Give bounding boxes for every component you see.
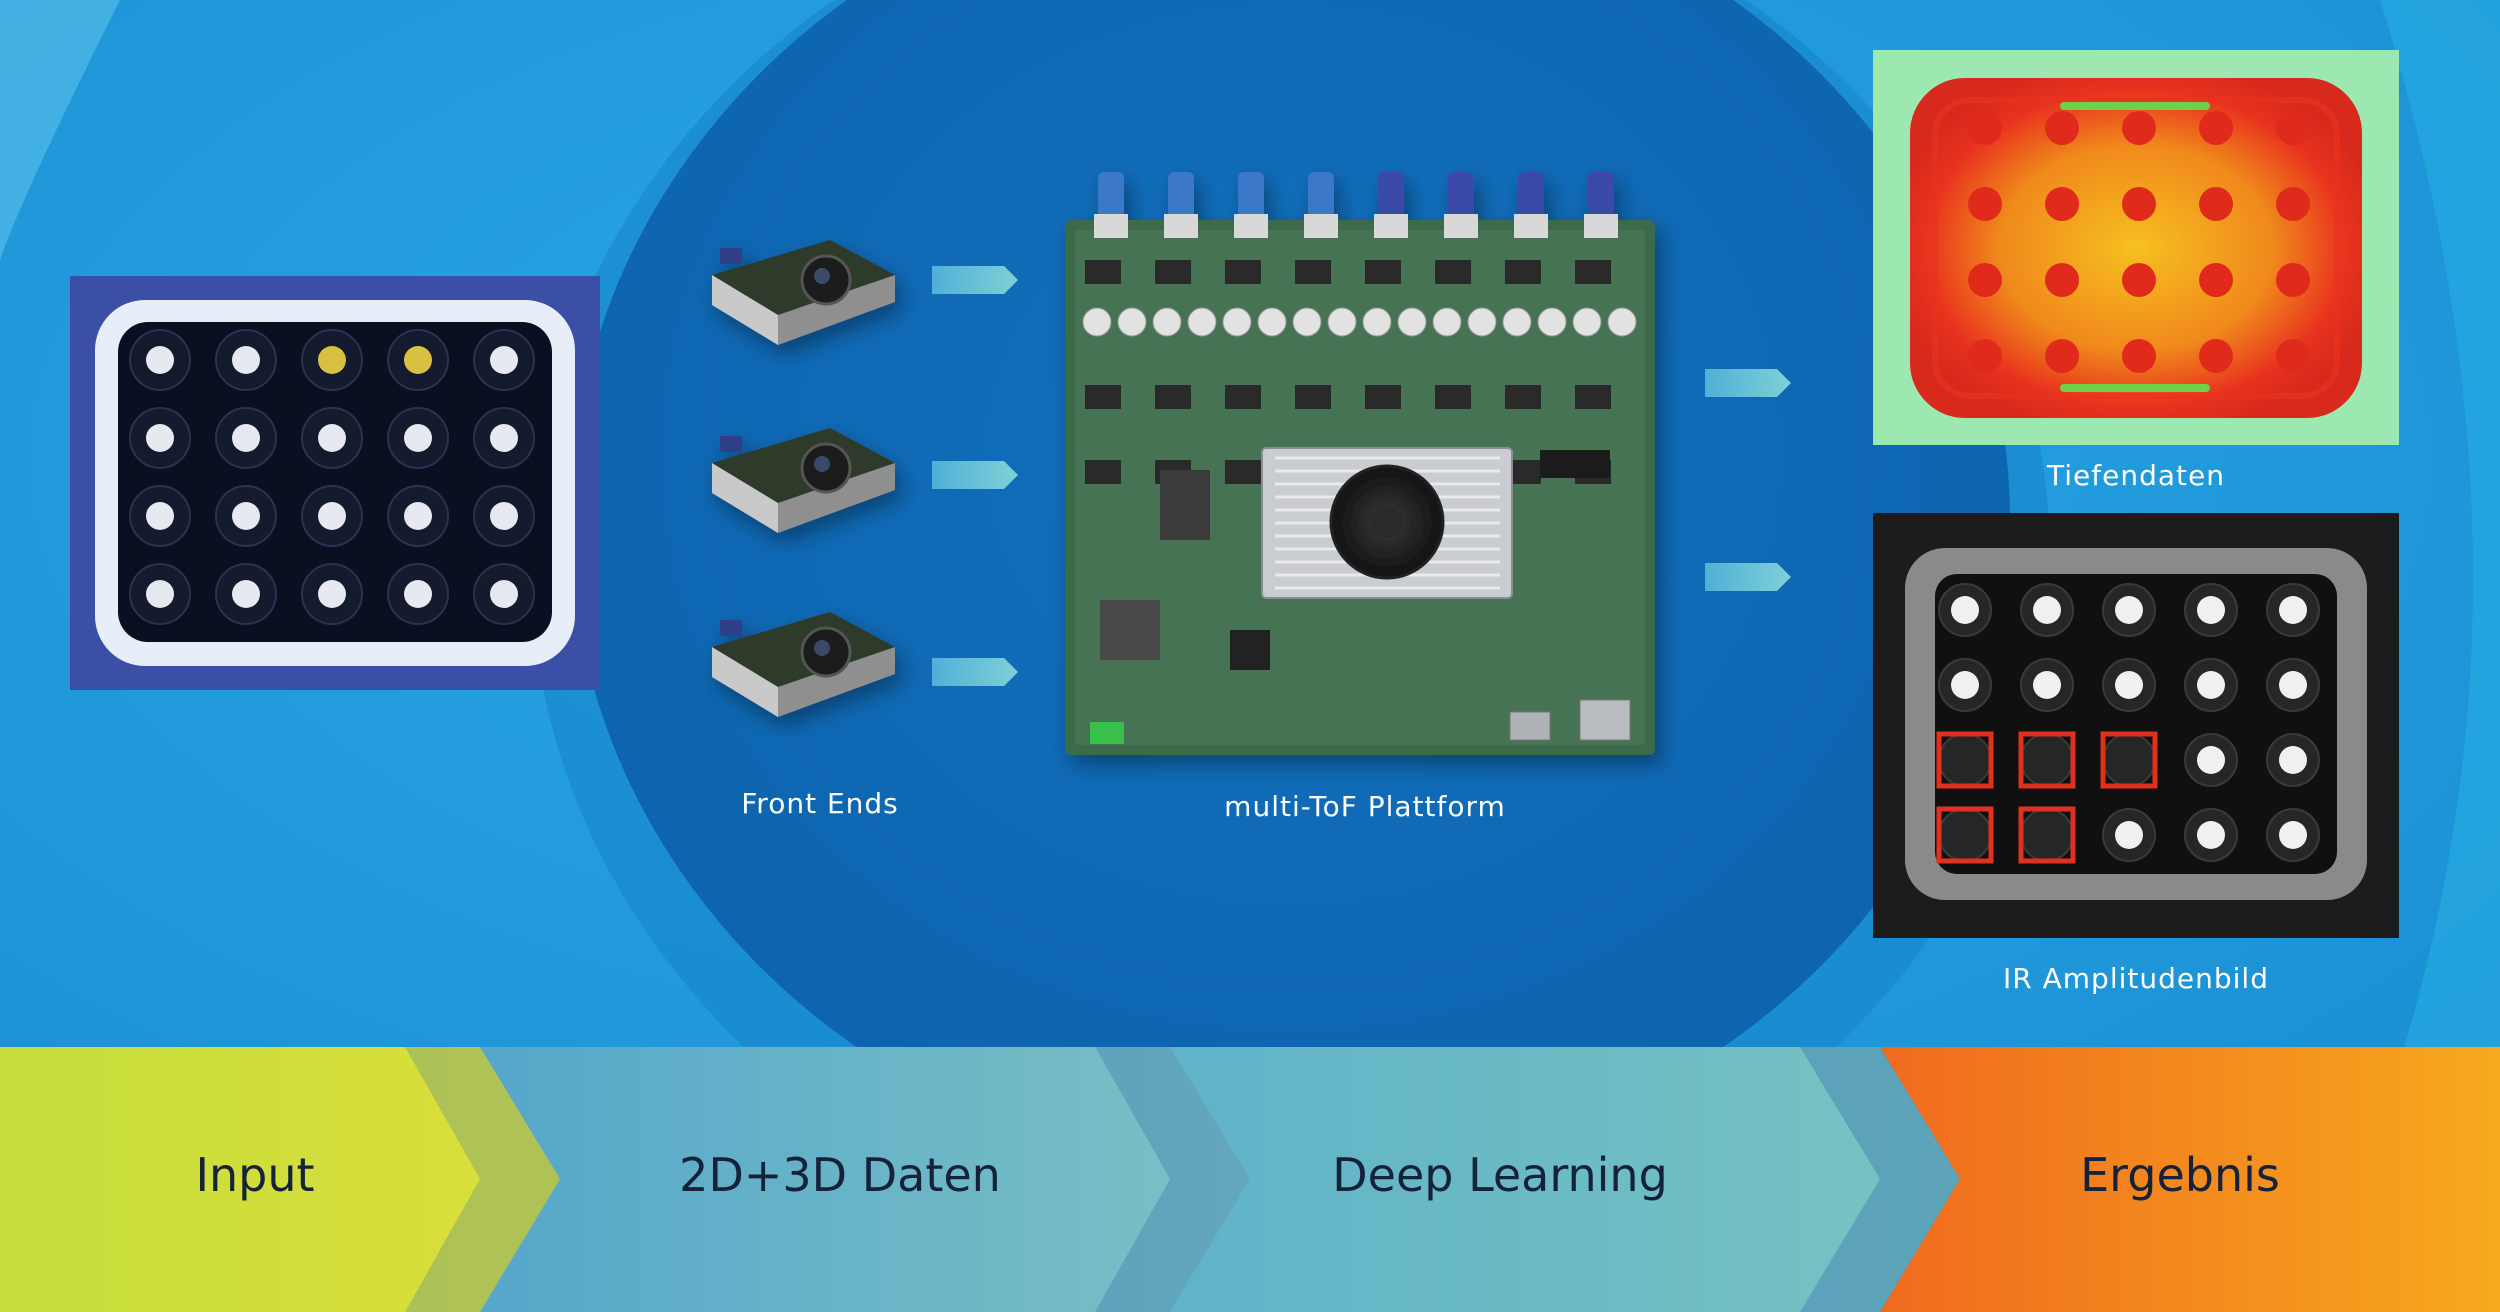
connector-icon: [1308, 172, 1334, 222]
amplitude-caption: IR Amplitudenbild: [2003, 962, 2269, 995]
detection-box: [1936, 731, 1994, 789]
bottle-cap: [318, 580, 346, 608]
platform-caption: multi-ToF Plattform: [1224, 790, 1506, 823]
bottle-cap: [232, 502, 260, 530]
power-terminal: [1090, 722, 1124, 744]
background-arc-right: [2300, 0, 2500, 1312]
bottle-cap: [1951, 596, 1979, 624]
arrow-icon: [1705, 563, 1791, 591]
bottle-cap: [404, 346, 432, 374]
depth-caption: Tiefendaten: [2047, 459, 2225, 492]
bottle-cap: [404, 580, 432, 608]
bottle-cap: [2279, 746, 2307, 774]
pipeline-banner: [0, 1047, 2500, 1312]
front-end-module: [712, 428, 895, 533]
stage-input-label: Input: [195, 1148, 315, 1202]
connector-icon: [1098, 172, 1124, 222]
front-end-modules: [712, 240, 895, 717]
detection-box: [2018, 806, 2076, 864]
ethernet-port: [1579, 699, 1631, 741]
arrow-icon: [932, 658, 1018, 686]
bottle-cap: [2033, 596, 2061, 624]
bottle-cap: [1951, 671, 1979, 699]
bottle-cap: [232, 346, 260, 374]
bottle-cap: [2197, 596, 2225, 624]
front-end-module: [712, 612, 895, 717]
bottle-cap: [2115, 821, 2143, 849]
detection-boxes: [1936, 731, 2158, 864]
bottle-cap: [318, 424, 346, 452]
stage-result-shape: [1880, 1047, 2500, 1312]
depth-map-image: [1873, 50, 2399, 445]
connector-icon: [1518, 172, 1544, 222]
bottle-cap: [2279, 821, 2307, 849]
ir-amplitude-image: [1873, 513, 2399, 938]
stage-input-shape: [0, 1047, 560, 1312]
bottle-cap: [146, 346, 174, 374]
detection-box: [1936, 806, 1994, 864]
usb-port: [1509, 711, 1551, 741]
connector-icon: [1168, 172, 1194, 222]
front-ends-caption: Front Ends: [741, 787, 899, 820]
connector-icon: [1378, 172, 1404, 222]
connector-icon: [1238, 172, 1264, 222]
bottle-cap: [318, 346, 346, 374]
background-arc-left: [0, 0, 120, 260]
bottle-cap: [146, 580, 174, 608]
bottle-cap: [490, 502, 518, 530]
stage-data-label: 2D+3D Daten: [679, 1148, 1001, 1202]
bottle-cap: [490, 346, 518, 374]
bottle-cap: [318, 502, 346, 530]
bottle-cap: [404, 424, 432, 452]
bottle-cap: [2033, 671, 2061, 699]
bottle-cap: [490, 580, 518, 608]
bottle-cap: [146, 424, 174, 452]
bottle-cap: [232, 580, 260, 608]
arrow-icon: [932, 461, 1018, 489]
bottle-cap: [2279, 596, 2307, 624]
bottle-cap: [146, 502, 174, 530]
multi-tof-board: [1065, 172, 1655, 755]
bottle-cap: [404, 502, 432, 530]
front-end-module: [712, 240, 895, 345]
bottle-cap: [2197, 671, 2225, 699]
bottle-cap: [490, 424, 518, 452]
arrow-icon: [932, 266, 1018, 294]
detection-box: [2100, 731, 2158, 789]
detection-box: [2018, 731, 2076, 789]
connector-icon: [1588, 172, 1614, 222]
bottle-cap: [2197, 821, 2225, 849]
input-crate-photo: [70, 276, 600, 690]
bottle-cap: [2115, 671, 2143, 699]
stage-result-label: Ergebnis: [2080, 1148, 2280, 1202]
connector-icon: [1448, 172, 1474, 222]
bottle-cap: [232, 424, 260, 452]
flow-arrows: [932, 266, 1791, 686]
stage-learning-label: Deep Learning: [1332, 1148, 1668, 1202]
bottle-cap: [2197, 746, 2225, 774]
arrow-icon: [1705, 369, 1791, 397]
bottle-cap: [2279, 671, 2307, 699]
bottle-cap: [2115, 596, 2143, 624]
